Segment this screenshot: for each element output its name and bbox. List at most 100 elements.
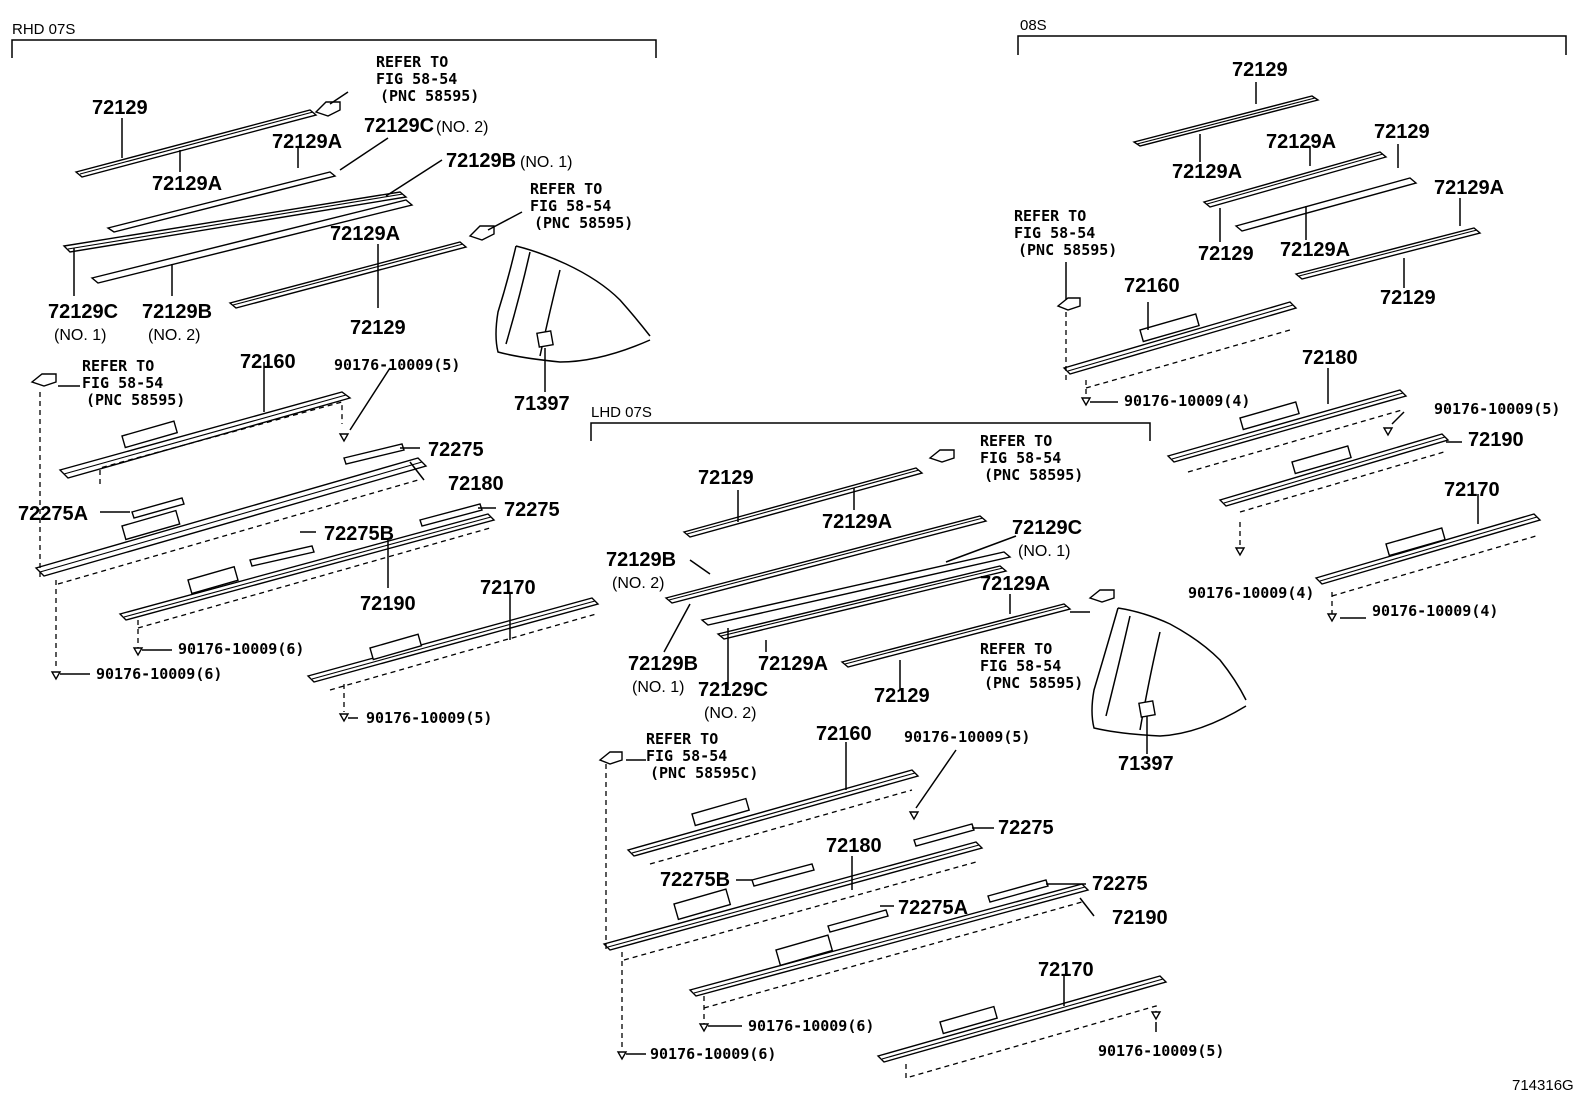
- refer-line2: FIG 58-54: [82, 374, 163, 392]
- rail-rhd-72129C-no2: [106, 171, 337, 233]
- rail-lhd-72129B-no2: [664, 515, 988, 604]
- label-72129B: 72129B: [606, 549, 676, 571]
- label-72129B: 72129B: [142, 301, 212, 323]
- refer-line3: (PNC 58595): [86, 391, 185, 409]
- rail-08s-72129: [1132, 95, 1320, 147]
- label-72129B: 72129B: [628, 653, 698, 675]
- label-72129A: 72129A: [1280, 239, 1350, 261]
- section-title-rhd: RHD 07S: [12, 21, 75, 38]
- bracket-lhd: [590, 422, 1151, 441]
- rail-rhd-72129C-no1: [62, 191, 408, 253]
- refer-line2: FIG 58-54: [980, 657, 1061, 675]
- frame-lhd-72190: [688, 883, 1090, 997]
- label-no1: (NO. 1): [54, 327, 106, 344]
- rail-08s-72129A-2: [1234, 177, 1418, 232]
- bracket-08s: [1017, 35, 1567, 55]
- refer-line1: REFER TO: [646, 730, 718, 748]
- refer-line1: REFER TO: [1014, 207, 1086, 225]
- refer-line3: (PNC 58595): [984, 674, 1083, 692]
- refer-line1: REFER TO: [980, 432, 1052, 450]
- label-72129C: 72129C: [1012, 517, 1082, 539]
- label-72180: 72180: [826, 835, 882, 857]
- label-no1: (NO. 1): [632, 679, 684, 696]
- label-bolt5: 90176-10009(5): [334, 356, 460, 374]
- label-bolt4: 90176-10009(4): [1372, 602, 1498, 620]
- label-72129: 72129: [1380, 287, 1436, 309]
- label-bolt5: 90176-10009(5): [366, 709, 492, 727]
- label-bolt4: 90176-10009(4): [1124, 392, 1250, 410]
- bracket-rhd-72275B: [249, 545, 315, 567]
- label-no2: (NO. 2): [704, 705, 756, 722]
- label-bolt4: 90176-10009(4): [1188, 584, 1314, 602]
- label-72129A: 72129A: [1172, 161, 1242, 183]
- label-72275: 72275: [998, 817, 1054, 839]
- label-72180: 72180: [1302, 347, 1358, 369]
- frame-08s-72180: [1166, 389, 1408, 463]
- frame-08s-72170: [1314, 513, 1542, 585]
- bracket-rhd-72275-2: [419, 503, 483, 527]
- label-bolt6: 90176-10009(6): [178, 640, 304, 658]
- label-72275B: 72275B: [660, 869, 730, 891]
- clip-icon: [1056, 297, 1081, 311]
- label-no2: (NO. 2): [436, 119, 488, 136]
- clip-icon: [1088, 589, 1115, 603]
- label-72129C: 72129C: [698, 679, 768, 701]
- label-72275: 72275: [1092, 873, 1148, 895]
- rail-lhd-72129A: [716, 565, 1008, 640]
- rail-08s-72129: [1294, 227, 1482, 280]
- refer-line1: REFER TO: [530, 180, 602, 198]
- vehicle-sketch-rhd: [495, 245, 651, 392]
- label-72190: 72190: [1112, 907, 1168, 929]
- label-72275A: 72275A: [18, 503, 88, 525]
- label-72129A: 72129A: [980, 573, 1050, 595]
- frame-rhd-72170: [306, 597, 600, 683]
- figure-id: 714316G: [1512, 1077, 1574, 1094]
- frame-rhd-72190: [118, 513, 496, 621]
- label-72129A: 72129A: [330, 223, 400, 245]
- label-71397: 71397: [1118, 753, 1174, 775]
- label-72170: 72170: [1038, 959, 1094, 981]
- label-72129: 72129: [1198, 243, 1254, 265]
- label-72160: 72160: [816, 723, 872, 745]
- screw-icon: [1382, 427, 1394, 437]
- label-72129C: 72129C: [48, 301, 118, 323]
- label-72275: 72275: [504, 499, 560, 521]
- screw-icon: [50, 671, 62, 681]
- label-72129: 72129: [92, 97, 148, 119]
- label-72275A: 72275A: [898, 897, 968, 919]
- refer-line1: REFER TO: [82, 357, 154, 375]
- label-no2: (NO. 2): [612, 575, 664, 592]
- screw-icon: [1234, 547, 1246, 557]
- frame-rhd-72160: [58, 391, 352, 479]
- bracket-rhd-72275A: [131, 497, 185, 519]
- section-title-lhd: LHD 07S: [591, 404, 652, 421]
- label-72160: 72160: [240, 351, 296, 373]
- frame-08s-72190: [1218, 433, 1450, 507]
- clip-icon: [598, 751, 623, 765]
- label-72170: 72170: [480, 577, 536, 599]
- refer-line2: FIG 58-54: [1014, 224, 1095, 242]
- label-bolt6: 90176-10009(6): [748, 1017, 874, 1035]
- clip-icon: [30, 373, 57, 387]
- bracket-lhd-72275B: [751, 863, 815, 887]
- label-bolt5: 90176-10009(5): [1098, 1042, 1224, 1060]
- label-72129: 72129: [1374, 121, 1430, 143]
- label-72190: 72190: [360, 593, 416, 615]
- label-72129: 72129: [1232, 59, 1288, 81]
- frame-rhd-72180: [34, 457, 428, 577]
- clip-icon: [928, 449, 955, 463]
- bracket-rhd: [11, 39, 657, 58]
- label-72275: 72275: [428, 439, 484, 461]
- refer-line2: FIG 58-54: [980, 449, 1061, 467]
- screw-icon: [1150, 1011, 1162, 1021]
- label-72190: 72190: [1468, 429, 1524, 451]
- label-72160: 72160: [1124, 275, 1180, 297]
- label-72129B: 72129B: [446, 150, 516, 172]
- screw-icon: [1326, 613, 1338, 623]
- label-72275B: 72275B: [324, 523, 394, 545]
- screw-icon: [908, 811, 920, 821]
- label-bolt5: 90176-10009(5): [904, 728, 1030, 746]
- label-72129: 72129: [874, 685, 930, 707]
- refer-line2: FIG 58-54: [646, 747, 727, 765]
